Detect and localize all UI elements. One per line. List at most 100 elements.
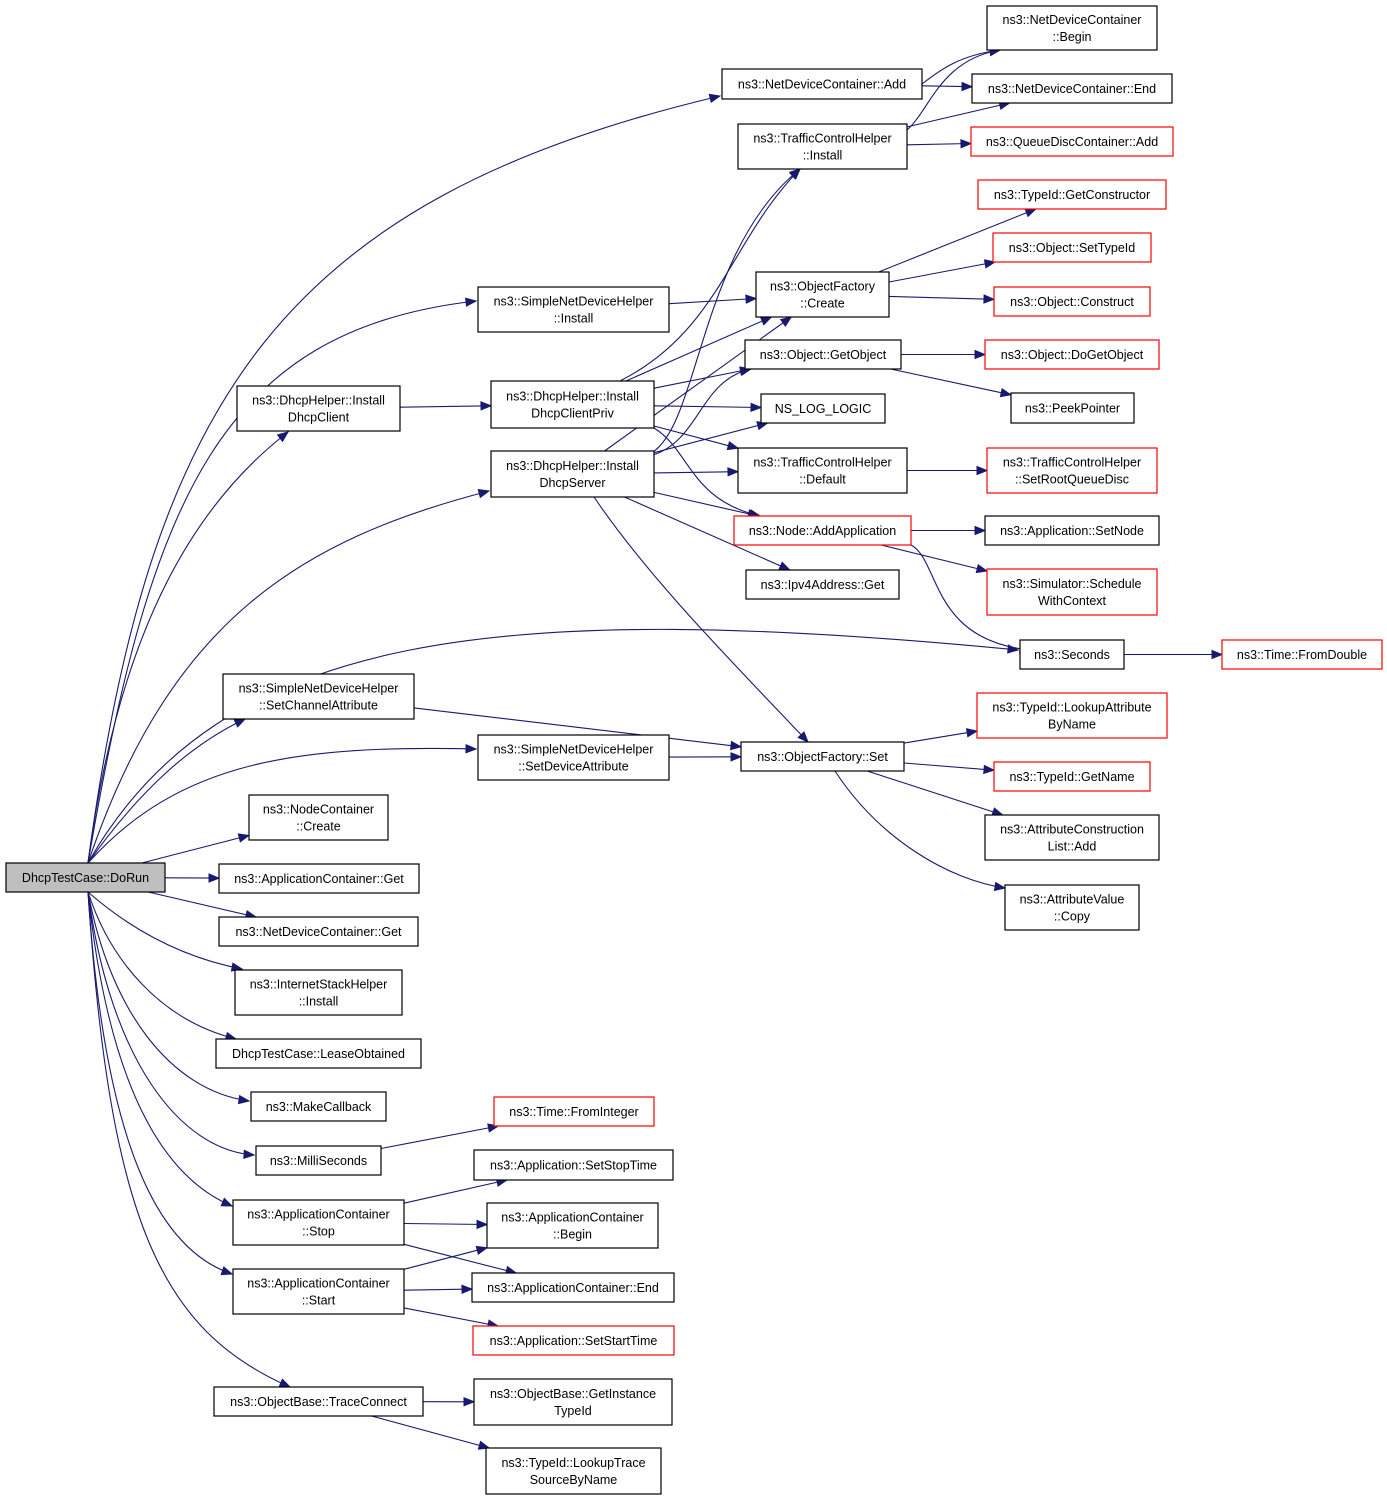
function-node-ndc-end[interactable]: ns3::NetDeviceContainer::End xyxy=(971,73,1173,104)
node-box xyxy=(993,286,1151,317)
function-node-av-copy[interactable]: ns3::AttributeValue::Copy xyxy=(1004,884,1140,931)
function-node-snd-setchannel[interactable]: ns3::SimpleNetDeviceHelper::SetChannelAt… xyxy=(222,673,415,720)
function-node-of-create[interactable]: ns3::ObjectFactory::Create xyxy=(755,271,890,318)
node-box xyxy=(213,1386,424,1417)
function-node-ns-log-logic[interactable]: NS_LOG_LOGIC xyxy=(760,393,886,424)
function-node-app-setnode[interactable]: ns3::Application::SetNode xyxy=(984,515,1160,546)
node-label-line: ns3::TypeId::LookupTrace xyxy=(501,1456,645,1470)
node-box xyxy=(740,741,905,772)
function-node-ob-traceconnect[interactable]: ns3::ObjectBase::TraceConnect xyxy=(213,1386,424,1417)
node-label-line: ns3::DhcpHelper::Install xyxy=(506,459,639,473)
function-node-tch-install[interactable]: ns3::TrafficControlHelper::Install xyxy=(737,123,908,170)
function-node-typeid-getname[interactable]: ns3::TypeId::GetName xyxy=(993,761,1151,792)
node-label-line: ns3::Object::DoGetObject xyxy=(1001,348,1144,362)
node-label-line: DhcpTestCase::LeaseObtained xyxy=(232,1047,405,1061)
node-label-line: DhcpServer xyxy=(540,476,606,490)
call-edge-of_set-to-acl_add xyxy=(867,770,1004,817)
function-node-nc-create[interactable]: ns3::NodeContainer::Create xyxy=(248,794,389,841)
node-label-line: ns3::Application::SetStopTime xyxy=(490,1159,657,1173)
node-label-line: ns3::DhcpHelper::Install xyxy=(506,390,639,404)
node-label-line: ns3::TypeId::LookupAttribute xyxy=(992,701,1151,715)
function-node-lease[interactable]: DhcpTestCase::LeaseObtained xyxy=(215,1038,422,1069)
node-box xyxy=(984,814,1160,861)
function-node-node-addapp[interactable]: ns3::Node::AddApplication xyxy=(733,515,912,546)
node-label-line: ns3::ObjectFactory xyxy=(770,280,876,294)
node-box xyxy=(485,1447,662,1495)
node-box xyxy=(745,569,900,600)
function-node-ndc-get[interactable]: ns3::NetDeviceContainer::Get xyxy=(218,916,419,947)
node-label-line: ns3::TrafficControlHelper xyxy=(753,132,891,146)
function-node-ndc-begin[interactable]: ns3::NetDeviceContainer::Begin xyxy=(986,5,1158,51)
function-node-snd-install[interactable]: ns3::SimpleNetDeviceHelper::Install xyxy=(477,286,670,333)
function-nodes: DhcpTestCase::DoRunns3::NetDeviceContain… xyxy=(5,5,1383,1495)
node-label-line: ::Create xyxy=(800,297,845,311)
node-label-line: ns3::Object::GetObject xyxy=(760,348,887,362)
function-node-ac-stop[interactable]: ns3::ApplicationContainer::Stop xyxy=(232,1199,405,1246)
node-label-line: ns3::Node::AddApplication xyxy=(749,524,896,538)
call-edge-snd_install-to-of_create xyxy=(668,294,758,305)
node-box xyxy=(760,393,886,424)
function-node-seconds[interactable]: ns3::Seconds xyxy=(1019,639,1125,670)
call-edge-dorun-to-ndc_get xyxy=(147,891,258,920)
node-label-line: ns3::TypeId::GetConstructor xyxy=(994,188,1150,202)
node-box xyxy=(744,339,902,370)
function-node-obj-construct[interactable]: ns3::Object::Construct xyxy=(993,286,1151,317)
node-label-line: ::Create xyxy=(296,820,341,834)
function-node-tch-setroot[interactable]: ns3::TrafficControlHelper::SetRootQueueD… xyxy=(986,447,1158,494)
function-node-millis[interactable]: ns3::MilliSeconds xyxy=(255,1145,382,1176)
function-node-obj-getobject[interactable]: ns3::Object::GetObject xyxy=(744,339,902,370)
function-node-ac-begin[interactable]: ns3::ApplicationContainer::Begin xyxy=(486,1202,659,1249)
function-node-qdc-add[interactable]: ns3::QueueDiscContainer::Add xyxy=(970,126,1174,157)
node-box xyxy=(1004,884,1140,931)
node-label-line: ns3::TrafficControlHelper xyxy=(1003,456,1141,470)
function-node-tch-default[interactable]: ns3::TrafficControlHelper::Default xyxy=(737,447,908,494)
node-label-line: ns3::ObjectBase::GetInstance xyxy=(490,1387,656,1401)
node-label-line: ::SetDeviceAttribute xyxy=(518,760,629,774)
call-edge-dh_installserver-to-of_set xyxy=(593,496,809,743)
call-edge-dorun-to-snd_install xyxy=(87,297,478,864)
node-box xyxy=(986,447,1158,494)
function-node-app-setstart[interactable]: ns3::Application::SetStartTime xyxy=(472,1325,675,1356)
function-node-snd-setdevice[interactable]: ns3::SimpleNetDeviceHelper::SetDeviceAtt… xyxy=(477,734,670,781)
call-edge-ndc_add-to-ndc_end xyxy=(921,81,974,92)
call-edge-ac_stop-to-ac_end xyxy=(403,1243,518,1275)
node-box xyxy=(721,68,923,100)
function-node-dorun[interactable]: DhcpTestCase::DoRun xyxy=(5,862,166,893)
function-node-typeid-getctor[interactable]: ns3::TypeId::GetConstructor xyxy=(977,179,1167,210)
function-node-obj-settypeid[interactable]: ns3::Object::SetTypeId xyxy=(992,232,1152,263)
function-node-makecallback[interactable]: ns3::MakeCallback xyxy=(250,1091,387,1122)
call-edge-dh_installclient-to-dh_installclientpriv xyxy=(399,401,493,411)
node-box xyxy=(977,179,1167,210)
call-edge-dorun-to-ac_get xyxy=(164,873,221,883)
call-edge-ac_start-to-ac_end xyxy=(403,1284,474,1294)
function-node-ndc-add[interactable]: ns3::NetDeviceContainer::Add xyxy=(721,68,923,100)
call-edge-dorun-to-dh_installclient xyxy=(87,431,290,864)
node-box xyxy=(986,5,1158,51)
node-box xyxy=(215,1038,422,1069)
function-node-peekpointer[interactable]: ns3::PeekPointer xyxy=(1010,392,1135,424)
node-box xyxy=(971,73,1173,104)
node-box xyxy=(486,1202,659,1249)
function-node-app-setstop[interactable]: ns3::Application::SetStopTime xyxy=(473,1149,674,1181)
node-box xyxy=(993,761,1151,792)
node-label-line: ::Stop xyxy=(302,1225,335,1239)
function-node-ac-end[interactable]: ns3::ApplicationContainer::End xyxy=(471,1272,675,1303)
call-edge-dorun-to-millis xyxy=(87,891,256,1160)
function-node-of-set[interactable]: ns3::ObjectFactory::Set xyxy=(740,741,905,772)
function-node-time-fromdouble[interactable]: ns3::Time::FromDouble xyxy=(1221,639,1383,670)
function-node-time-fromint[interactable]: ns3::Time::FromInteger xyxy=(493,1096,655,1127)
function-node-ac-get[interactable]: ns3::ApplicationContainer::Get xyxy=(218,863,420,894)
function-node-ac-start[interactable]: ns3::ApplicationContainer::Start xyxy=(232,1268,405,1315)
function-node-ish-install[interactable]: ns3::InternetStackHelper::Install xyxy=(234,969,403,1016)
function-node-obj-dogetobject[interactable]: ns3::Object::DoGetObject xyxy=(984,339,1160,370)
function-node-ipv4-get[interactable]: ns3::Ipv4Address::Get xyxy=(745,569,900,600)
